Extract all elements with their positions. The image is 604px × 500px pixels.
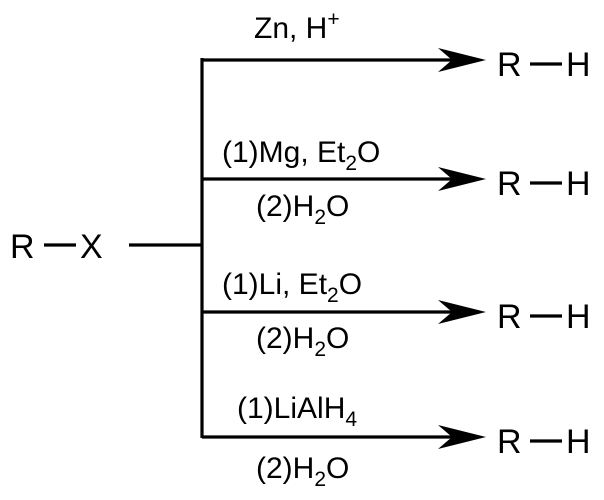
- branch-4-reagent-above: (1)LiAlH4: [237, 392, 357, 431]
- branch-1: Zn, H+ R H: [202, 8, 591, 84]
- branch-4-reagent-below: (2)H2O: [256, 452, 349, 491]
- branch-2-arrowhead: [438, 167, 486, 191]
- branch-3-arrowhead: [438, 300, 486, 324]
- branch-2: (1)Mg, Et2O (2)H2O R H: [202, 136, 591, 229]
- branch-4-arrowhead: [438, 425, 486, 449]
- branch-4-product-r-label: R: [497, 423, 522, 461]
- branch-2-product-r-label: R: [497, 165, 522, 203]
- branch-2-product: R H: [497, 165, 591, 203]
- branch-1-product-r-label: R: [497, 46, 522, 84]
- branch-1-reagent-above: Zn, H+: [254, 8, 340, 45]
- branch-4-product-h-label: H: [566, 423, 591, 461]
- branch-1-product-h-label: H: [566, 46, 591, 84]
- reactant-r-label: R: [10, 228, 35, 266]
- branch-1-arrowhead: [438, 48, 486, 72]
- branch-3-product-h-label: H: [566, 298, 591, 336]
- reactant-x-label: X: [80, 228, 103, 266]
- branch-3-reagent-below: (2)H2O: [256, 322, 349, 361]
- branch-1-product: R H: [497, 46, 591, 84]
- branch-3-product: R H: [497, 298, 591, 336]
- branch-2-reagent-below: (2)H2O: [256, 190, 349, 229]
- branch-4-product: R H: [497, 423, 591, 461]
- branch-4: (1)LiAlH4 (2)H2O R H: [202, 392, 591, 491]
- branch-2-product-h-label: H: [566, 165, 591, 203]
- branch-3: (1)Li, Et2O (2)H2O R H: [202, 268, 591, 361]
- branch-3-reagent-above: (1)Li, Et2O: [222, 268, 362, 307]
- reactant: R X: [10, 228, 103, 266]
- branch-3-product-r-label: R: [497, 298, 522, 336]
- branch-2-reagent-above: (1)Mg, Et2O: [222, 136, 380, 175]
